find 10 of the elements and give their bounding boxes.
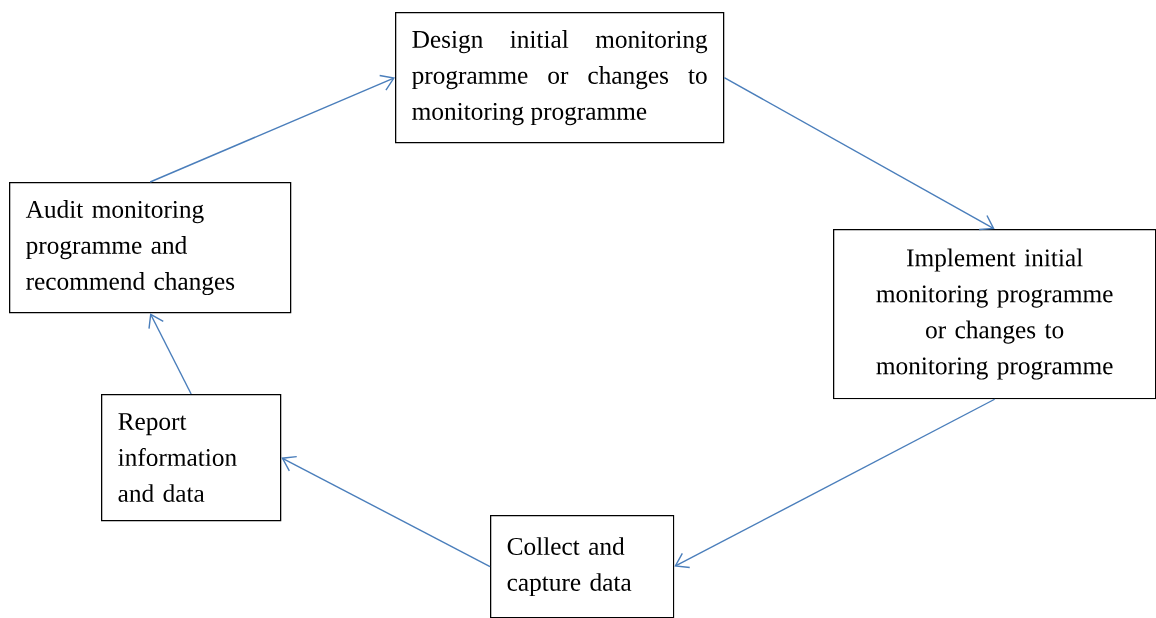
arrow: [149, 74, 395, 183]
process-box: Audit monitoring programme and recommend changes: [9, 182, 292, 314]
process-box: Implement initial monitoring programme or changes to monitoring programme: [833, 229, 1156, 400]
process-box: Design initial monitoring programme or changes to monitoring programme: [395, 12, 725, 144]
process-box: Collect and capture data: [490, 515, 675, 618]
arrow: [723, 76, 995, 231]
arrow: [148, 313, 192, 395]
arrow: [281, 455, 491, 568]
arrow: [674, 398, 996, 569]
process-box: Report information and data: [101, 394, 282, 522]
